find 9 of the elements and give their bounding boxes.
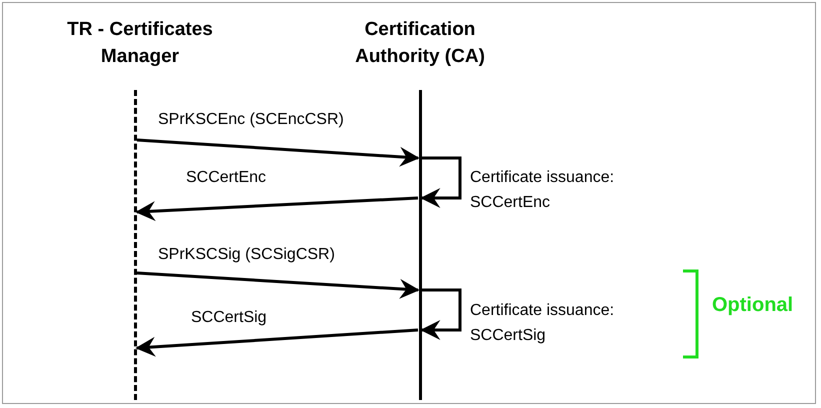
participant-label: Certification Authority (CA) [354,18,486,69]
message-arrow [135,196,418,222]
self-message-arrow [420,156,462,208]
participant-label: TR - Certificates Manager [66,18,214,69]
bracket-label: Optional [712,294,794,317]
self-message-arrow [420,288,462,340]
message-arrow [136,138,420,167]
message-arrow [135,328,418,357]
message-arrow [136,272,420,299]
